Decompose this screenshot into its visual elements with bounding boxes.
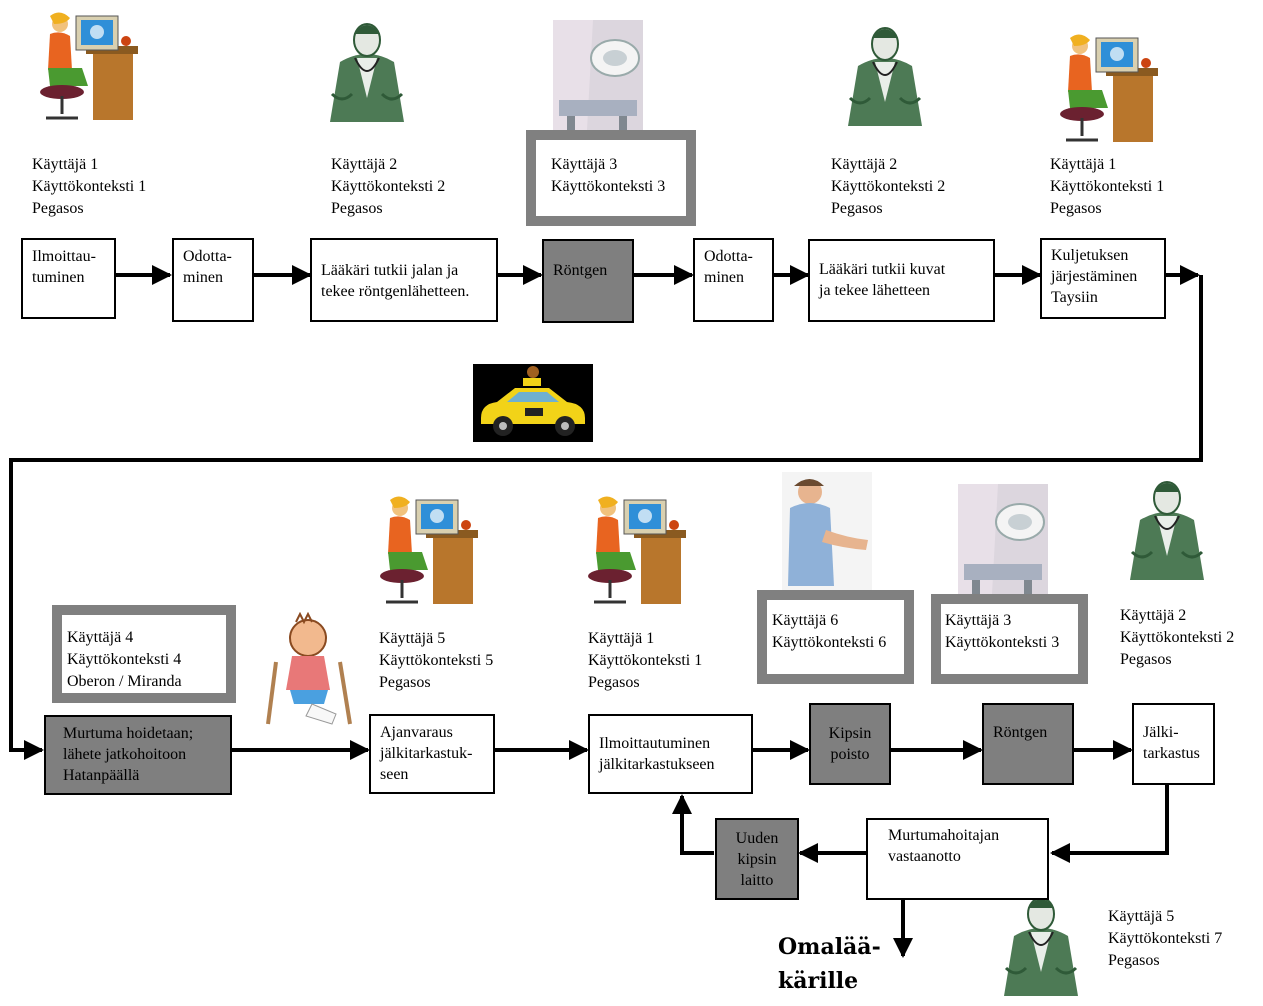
- receptionist-icon: [38, 10, 138, 122]
- step-cast-removal: Kipsin poisto: [809, 703, 891, 785]
- actor-label: Käyttäjä 2 Käyttökonteksti 2 Pegasos: [831, 156, 946, 217]
- actor-label: Käyttäjä 1 Käyttökonteksti 1 Pegasos: [1050, 156, 1165, 217]
- return-connector: [1050, 785, 1169, 863]
- step-followup-booking: Ajanvaraus jälkitarkastuk- seen: [369, 714, 495, 794]
- step-fracture-nurse-visit: Murtumahoitajan vastaanotto: [866, 818, 1049, 900]
- child-on-crutches-icon: [262, 612, 356, 728]
- highlighted-context-frame: Käyttäjä 3 Käyttökonteksti 3: [526, 130, 696, 226]
- highlighted-context-frame: Käyttäjä 4 Käyttökonteksti 4 Oberon / Mi…: [52, 605, 236, 703]
- doctor-icon: [322, 14, 412, 126]
- step-transport-arrangement: Kuljetuksen järjestäminen Taysiin: [1040, 238, 1166, 319]
- step-followup-exam: Jälki- tarkastus: [1132, 703, 1215, 785]
- exit-to-own-doctor-label: Omalää- kärille: [778, 934, 881, 994]
- actor-label: Käyttäjä 3 Käyttökonteksti 3: [945, 612, 1060, 651]
- wrap-connector: [9, 275, 1203, 760]
- doctor-icon: [840, 18, 930, 130]
- actor-label: Käyttäjä 3 Käyttökonteksti 3: [551, 156, 666, 195]
- receptionist-icon: [586, 494, 686, 606]
- step-doctor-reviews-images: Lääkäri tutkii kuvat ja tekee lähetteen: [808, 239, 995, 322]
- actor-label: Käyttäjä 5 Käyttökonteksti 5 Pegasos: [379, 630, 494, 691]
- step-followup-registration: Ilmoittautuminen jälkitarkastukseen: [588, 714, 753, 794]
- xray-room-icon: [958, 484, 1048, 594]
- actor-label: Käyttäjä 5 Käyttökonteksti 7 Pegasos: [1108, 908, 1223, 969]
- cast-patient-icon: [782, 472, 872, 590]
- actor-label: Käyttäjä 1 Käyttökonteksti 1 Pegasos: [32, 156, 147, 217]
- recast-connector: [672, 794, 714, 855]
- highlighted-context-frame: Käyttäjä 3 Käyttökonteksti 3: [931, 594, 1088, 684]
- step-xray: Röntgen: [542, 239, 634, 323]
- receptionist-icon: [378, 494, 478, 606]
- step-doctor-examination: Lääkäri tutkii jalan ja tekee röntgenläh…: [310, 238, 498, 322]
- doctor-icon: [1122, 472, 1212, 584]
- step-fracture-treatment: Murtuma hoidetaan; lähete jatkohoitoon H…: [44, 715, 232, 795]
- step-xray: Röntgen: [982, 703, 1074, 785]
- xray-room-icon: [553, 20, 643, 130]
- step-waiting: Odotta- minen: [693, 238, 774, 322]
- highlighted-context-frame: Käyttäjä 6 Käyttökonteksti 6: [757, 590, 914, 684]
- actor-label: Käyttäjä 2 Käyttökonteksti 2 Pegasos: [1120, 607, 1235, 668]
- actor-label: Käyttäjä 6 Käyttökonteksti 6: [772, 612, 887, 651]
- actor-label: Käyttäjä 2 Käyttökonteksti 2 Pegasos: [331, 156, 446, 217]
- actor-label: Käyttäjä 4 Käyttökonteksti 4 Oberon / Mi…: [67, 629, 182, 690]
- taxi-icon: [473, 364, 593, 442]
- actor-label: Käyttäjä 1 Käyttökonteksti 1 Pegasos: [588, 630, 703, 691]
- doctor-icon: [996, 886, 1086, 1002]
- step-new-cast: Uuden kipsin laitto: [715, 818, 799, 900]
- step-waiting: Odotta- minen: [172, 238, 254, 322]
- step-registration: Ilmoittau- tuminen: [21, 238, 116, 319]
- receptionist-icon: [1058, 32, 1158, 144]
